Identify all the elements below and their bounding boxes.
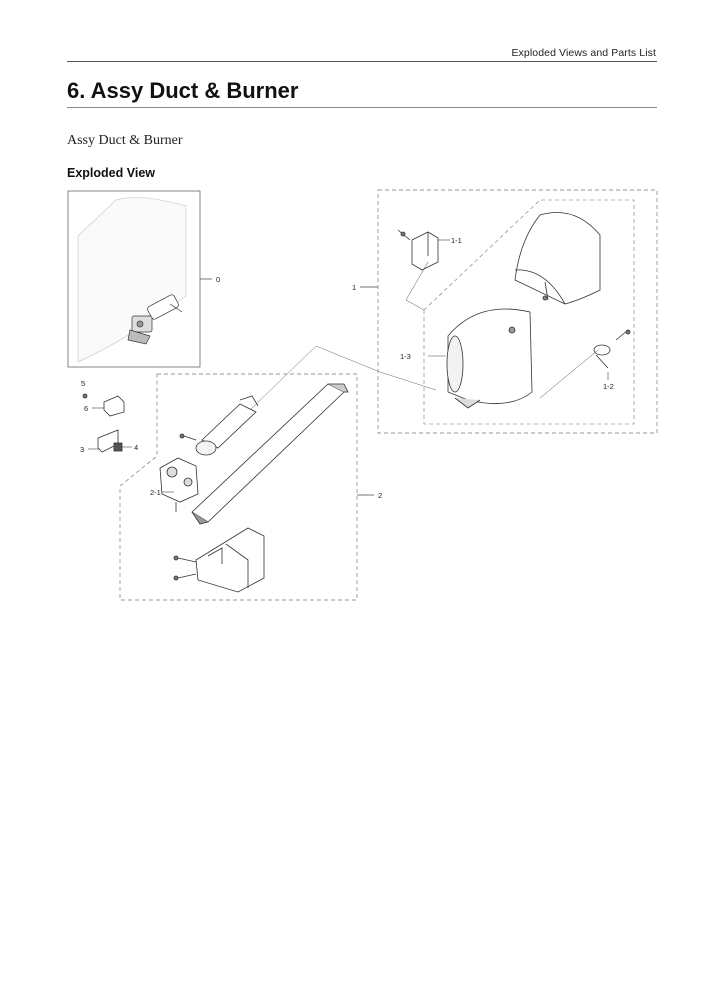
callout-2-1: 2-1 bbox=[150, 488, 161, 497]
callout-0: 0 bbox=[216, 275, 220, 284]
clip-part-6 bbox=[103, 395, 125, 417]
callout-3: 3 bbox=[80, 445, 84, 454]
sensor-part-1-2 bbox=[593, 329, 631, 369]
upper-duct-cylinder bbox=[514, 212, 601, 305]
bracket-part-3 bbox=[97, 429, 119, 453]
loose-parts bbox=[82, 393, 132, 453]
callout-1-1: 1-1 bbox=[451, 236, 462, 245]
mounting-bracket bbox=[173, 527, 265, 593]
duct-assembly-group bbox=[360, 189, 658, 434]
header-rule bbox=[67, 61, 657, 62]
bracket-part-1-1 bbox=[397, 229, 439, 271]
callout-4: 4 bbox=[134, 443, 138, 452]
callout-6: 6 bbox=[84, 404, 88, 413]
assembly-overview-thumbnail bbox=[67, 190, 212, 368]
title-rule bbox=[67, 107, 657, 108]
burner-assembly-group bbox=[119, 373, 374, 601]
callout-2: 2 bbox=[378, 491, 382, 500]
callout-1-3: 1-3 bbox=[400, 352, 411, 361]
exploded-view-heading: Exploded View bbox=[67, 166, 155, 180]
section-title: 6. Assy Duct & Burner bbox=[67, 78, 299, 103]
pad-part-4 bbox=[113, 442, 123, 452]
running-header: Exploded Views and Parts List bbox=[511, 47, 656, 59]
gas-valve-part-2-1 bbox=[159, 457, 199, 512]
callout-5: 5 bbox=[81, 379, 85, 388]
igniter-bracket bbox=[179, 395, 259, 456]
lower-duct-cylinder bbox=[446, 308, 533, 409]
callout-1-2: 1-2 bbox=[603, 382, 614, 391]
section-subtitle: Assy Duct & Burner bbox=[67, 133, 183, 148]
burner-tube bbox=[191, 383, 349, 525]
callout-1: 1 bbox=[352, 283, 356, 292]
